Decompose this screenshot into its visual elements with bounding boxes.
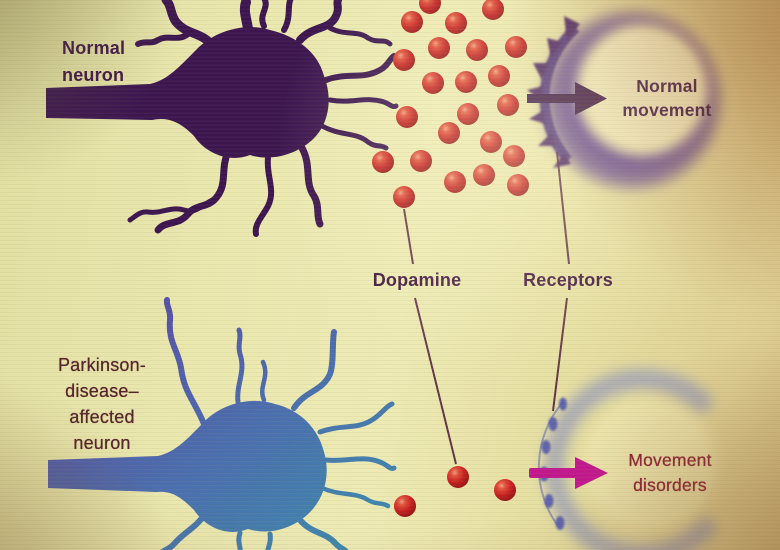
dendrite [317, 401, 395, 435]
dopamine-dot [447, 466, 469, 488]
receptors-label: Receptors [523, 270, 613, 290]
receptors-bottom-pointer-line [552, 297, 568, 412]
dendrite [235, 327, 245, 405]
dendrite [319, 123, 389, 151]
arrow-shaft [529, 468, 579, 478]
dopamine-dot [422, 72, 444, 94]
dendrite [252, 155, 275, 237]
dopamine-dot [505, 36, 527, 58]
dendrite [259, 0, 269, 29]
dopamine-dot [394, 495, 416, 517]
dendrite [323, 53, 397, 83]
dendrite [160, 511, 208, 550]
dopamine-dot [393, 186, 415, 208]
dopamine-dot [466, 39, 488, 61]
dendrite [327, 25, 393, 47]
dopamine-dot [444, 171, 466, 193]
dopamine-label: Dopamine [372, 270, 462, 290]
dendrite [236, 530, 243, 550]
dendrite [281, 0, 294, 33]
dendrite [296, 0, 342, 44]
dopamine-dot [396, 106, 418, 128]
dendrite [260, 359, 268, 403]
dopamine-dot [480, 131, 502, 153]
dopamine-bottom-pointer-line [414, 297, 457, 465]
dendrite [297, 517, 349, 550]
dopamine-dot [410, 150, 432, 172]
dopamine-dots-affected [394, 466, 516, 517]
dopamine-dot [428, 37, 450, 59]
dopamine-dot [372, 151, 394, 173]
normal-movement-label: Normal movement [622, 76, 712, 120]
arrow-shaft [527, 94, 579, 103]
dendrite [154, 148, 232, 234]
dopamine-dot [494, 479, 516, 501]
dopamine-dot [419, 0, 441, 14]
dopamine-dot [455, 71, 477, 93]
dopamine-dot [445, 12, 467, 34]
dopamine-dot [473, 164, 495, 186]
dendrite [319, 485, 391, 509]
dendrite [291, 329, 337, 411]
movement-disorders-label: Movement disorders [628, 450, 712, 495]
dopamine-dot [507, 174, 529, 196]
dopamine-dot [457, 103, 479, 125]
dopamine-dot [482, 0, 504, 20]
dendrite [327, 97, 399, 109]
normal-neuron-label: Normal neuron [62, 38, 126, 85]
dendrite [239, 0, 254, 45]
affected-neuron-label: Parkinson- disease– affected neuron [57, 355, 147, 453]
dopamine-dot [488, 65, 510, 87]
label-pointer-lines [403, 151, 570, 465]
dendrite [323, 456, 397, 471]
dopamine-dot [503, 145, 525, 167]
dopamine-dot [401, 11, 423, 33]
dopamine-dot [438, 122, 460, 144]
dopamine-dot [497, 94, 519, 116]
dendrite [265, 531, 273, 550]
dopamine-top-pointer-line [403, 208, 414, 265]
dopamine-dot [393, 49, 415, 71]
dendrite [298, 144, 324, 228]
